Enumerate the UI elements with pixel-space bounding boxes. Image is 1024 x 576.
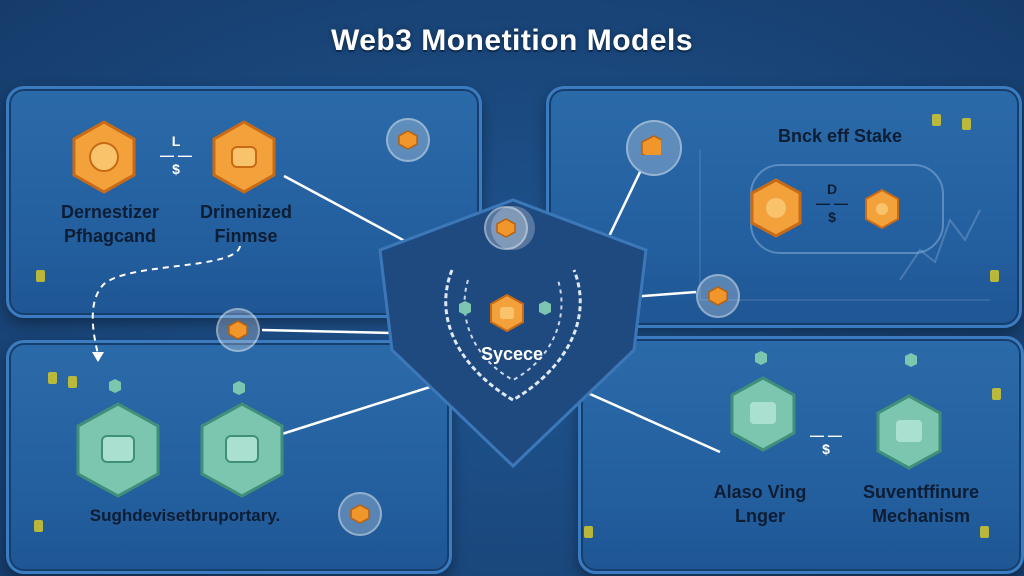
small-teal-hex-icon	[109, 379, 121, 393]
coin-node-icon	[626, 120, 682, 176]
small-teal-hex-icon	[755, 351, 767, 365]
teal-hexagon-icon	[200, 402, 284, 498]
coin-node-icon	[216, 308, 260, 352]
sparkle-icon	[990, 270, 999, 282]
sparkle-icon	[48, 372, 57, 384]
card-label: Dernestizer Pfhagcand	[60, 202, 160, 246]
exchange-divider-icon: — —$	[810, 427, 842, 457]
panel-caption: Sughdevisetbruportary.	[89, 506, 281, 525]
sparkle-icon	[584, 526, 593, 538]
coin-hexagon-icon	[750, 178, 802, 238]
sparkle-icon	[962, 118, 971, 130]
sparkle-icon	[34, 520, 43, 532]
small-teal-hex-icon	[459, 301, 471, 315]
card-label: Suventffinure Mechanism	[862, 482, 979, 526]
coin-hexagon-icon	[72, 120, 136, 194]
teal-hexagon-icon	[730, 376, 796, 452]
small-teal-hex-icon	[905, 353, 917, 367]
dashed-arrow-icon	[91, 245, 241, 355]
shield-icon	[378, 198, 648, 469]
sparkle-icon	[68, 376, 77, 388]
teal-hexagon-icon	[76, 402, 160, 498]
small-teal-hex-icon	[539, 301, 551, 315]
exchange-divider-icon: D— —$	[816, 181, 848, 225]
chain-icon	[444, 269, 582, 402]
coin-hexagon-icon	[212, 120, 276, 194]
coin-hexagon-icon	[865, 188, 899, 230]
card-label: Drinenized Finmse	[199, 202, 292, 246]
page-title: Web3 Monetition Models	[330, 24, 694, 57]
panel-bottom-right	[578, 336, 1024, 574]
sparkle-icon	[992, 388, 1001, 400]
sparkle-icon	[980, 526, 989, 538]
connector-line	[281, 378, 453, 436]
exchange-divider-icon: L— —$	[160, 133, 192, 177]
card-label: Alaso Ving Lnger	[713, 482, 807, 526]
teal-hexagon-icon	[876, 394, 942, 470]
panel-heading: Bnck eff Stake	[777, 126, 903, 146]
small-teal-hex-icon	[233, 381, 245, 395]
coin-node-icon	[386, 118, 430, 162]
coin-node-icon	[696, 274, 740, 318]
coin-node-icon	[338, 492, 382, 536]
sparkle-icon	[36, 270, 45, 282]
connector-line	[571, 384, 721, 454]
sparkle-icon	[932, 114, 941, 126]
center-coin-icon	[490, 294, 524, 332]
center-label: Sycece	[480, 344, 544, 364]
coin-node-icon	[484, 206, 528, 250]
